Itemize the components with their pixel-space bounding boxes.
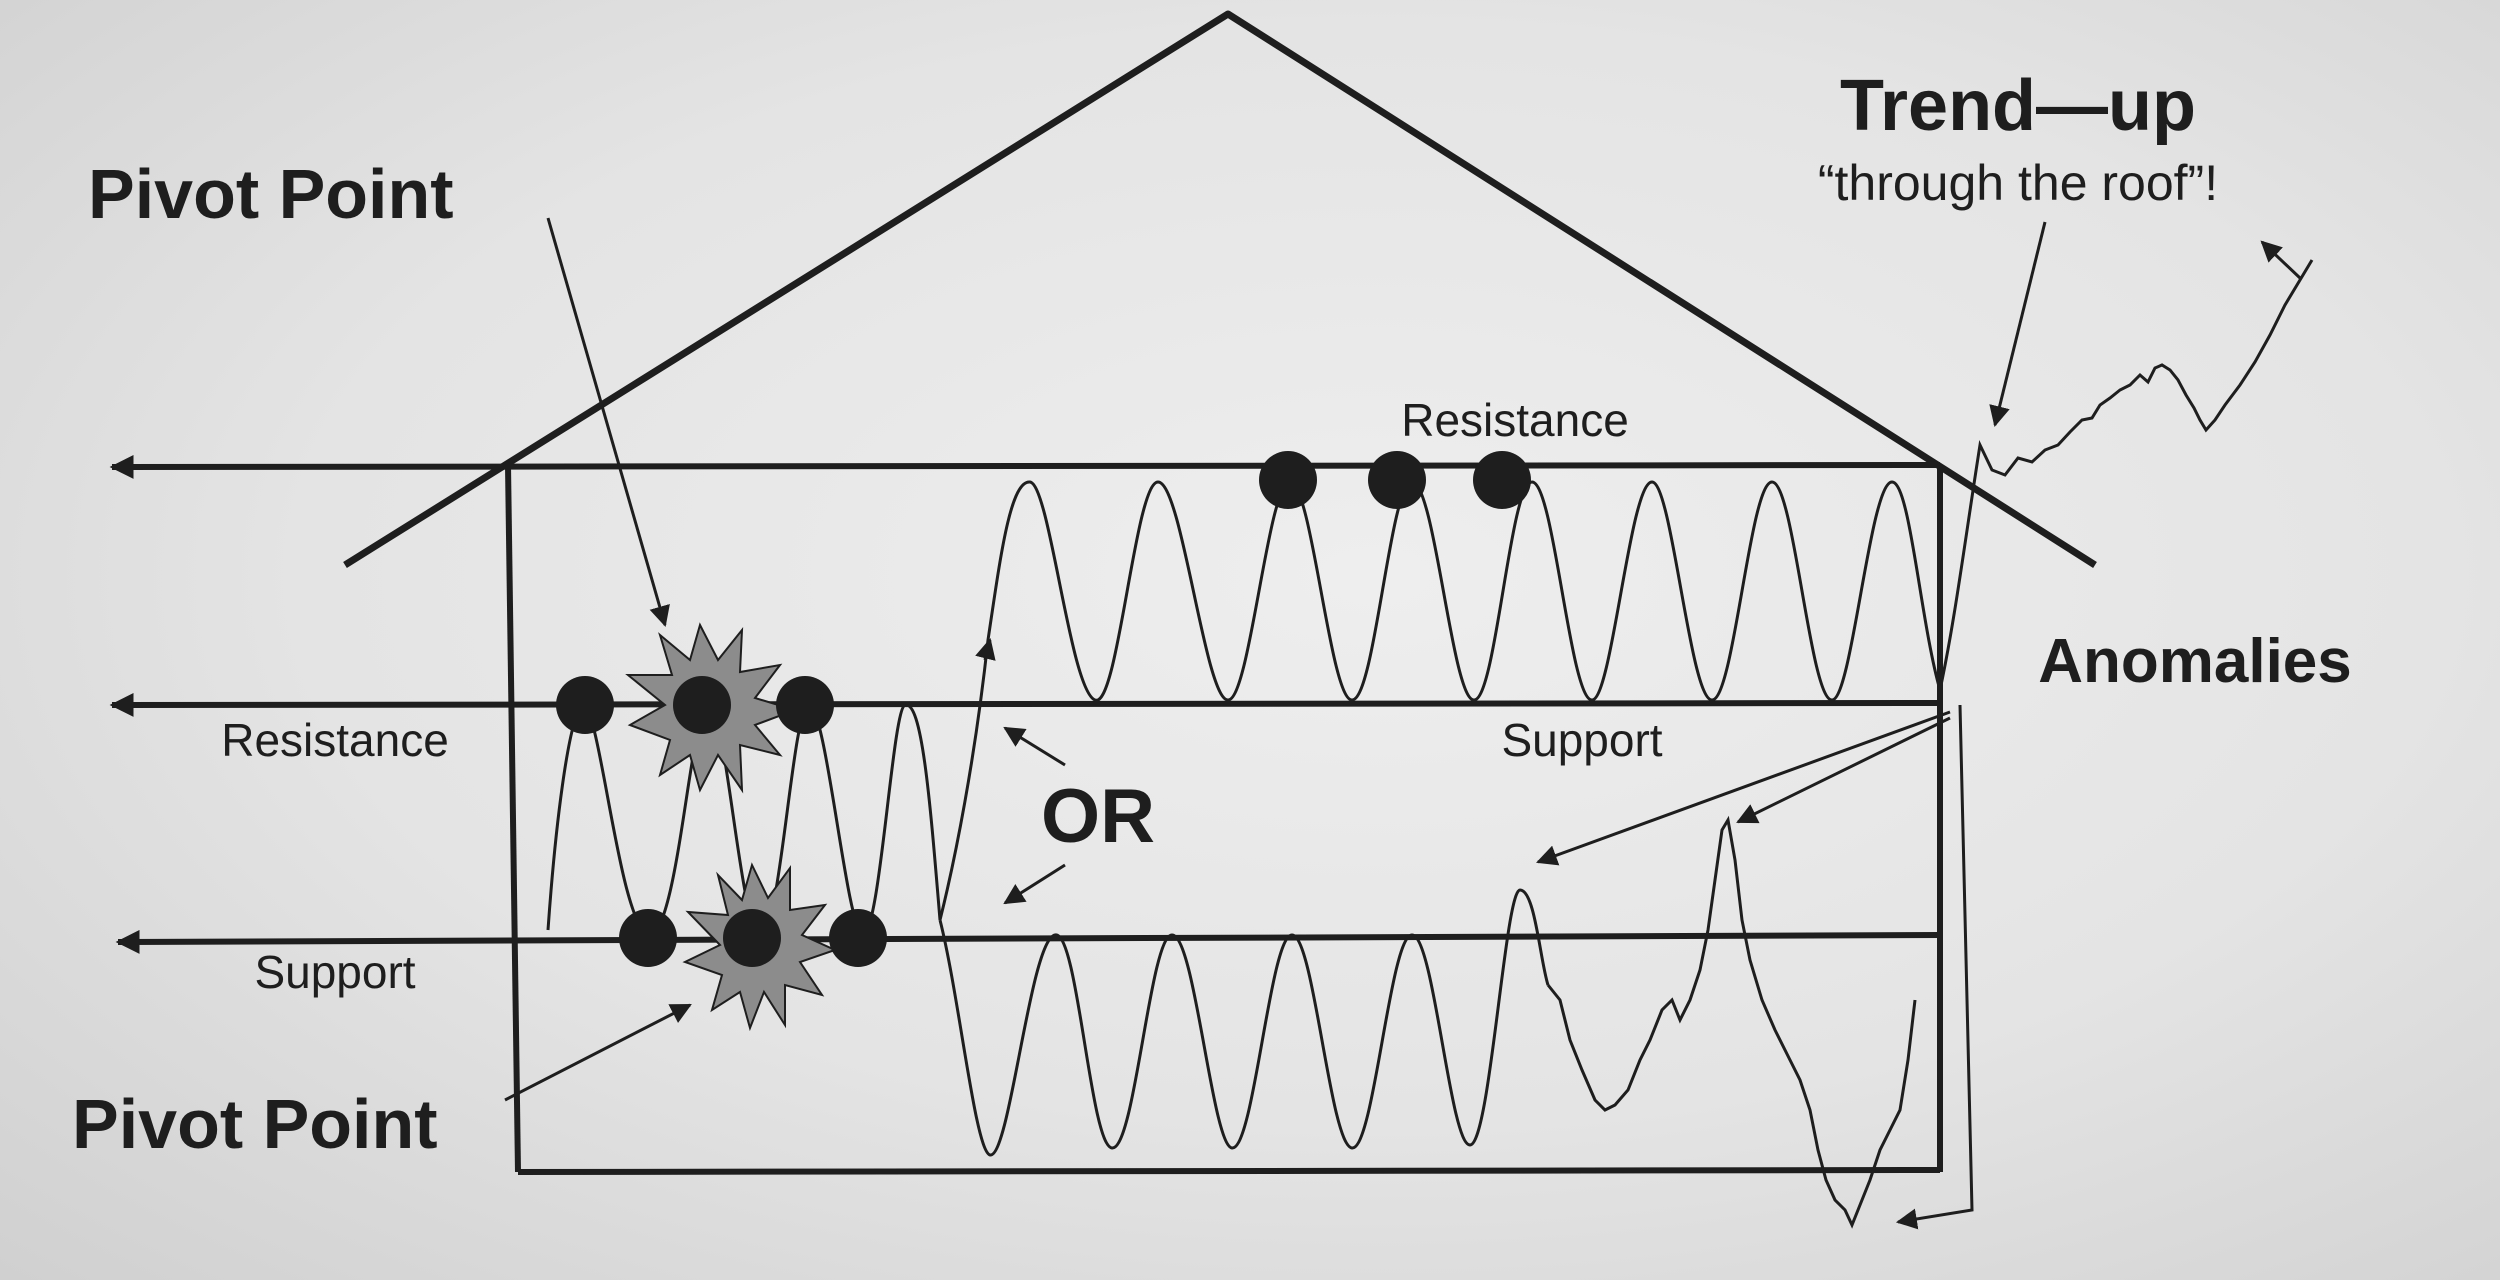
resistance-touch-dot — [556, 676, 614, 734]
or-arrow-up — [1003, 726, 1066, 767]
trend-up-price-path — [1938, 259, 2314, 691]
pivot-bottom-pointer-arrow — [504, 1003, 692, 1102]
breakout-up-arrow — [975, 637, 996, 661]
support-touch-dot — [619, 909, 677, 967]
support-label-left: Support — [254, 946, 415, 998]
support-touch-dot — [829, 909, 887, 967]
resistance-label-left: Resistance — [221, 714, 449, 766]
support-label-middle: Support — [1501, 714, 1662, 766]
bottom-support-line — [115, 929, 1941, 954]
trend-up-title: Trend—up — [1840, 66, 2196, 146]
top-resistance-dot — [1259, 451, 1317, 509]
roof-outline — [343, 10, 2097, 568]
trend-pointer-arrow — [1989, 221, 2047, 428]
trend-up-subtitle: “through the roof”! — [1818, 155, 2218, 211]
or-arrow-down — [1003, 863, 1066, 905]
resistance-touch-dot — [673, 676, 731, 734]
anomaly-pointer-arrow — [1736, 716, 1951, 824]
top-resistance-dot — [1368, 451, 1426, 509]
pivot-point-label-bottom: Pivot Point — [72, 1085, 438, 1163]
house-left-wall — [505, 464, 521, 1173]
anomalies-label: Anomalies — [2038, 627, 2352, 696]
or-label: OR — [1041, 774, 1155, 859]
top-resistance-line — [109, 454, 1941, 479]
resistance-touch-dot — [776, 676, 834, 734]
price-wave-breakdown — [938, 888, 1550, 1157]
top-resistance-dot — [1473, 451, 1531, 509]
price-wave-upper-range — [938, 480, 1942, 921]
pivot-top-pointer-arrow — [546, 217, 670, 628]
support-touch-dot — [723, 909, 781, 967]
anomaly-price-path — [1546, 815, 1917, 1229]
middle-level-line — [109, 692, 1941, 717]
trend-up-arrowhead — [2260, 240, 2302, 280]
anomaly-pointer-arrow — [1895, 704, 1974, 1230]
pivot-point-label-top: Pivot Point — [88, 155, 454, 233]
house-floor — [517, 1167, 1941, 1175]
anomaly-pointer-arrow — [1536, 710, 1951, 866]
resistance-label-top: Resistance — [1401, 394, 1629, 446]
